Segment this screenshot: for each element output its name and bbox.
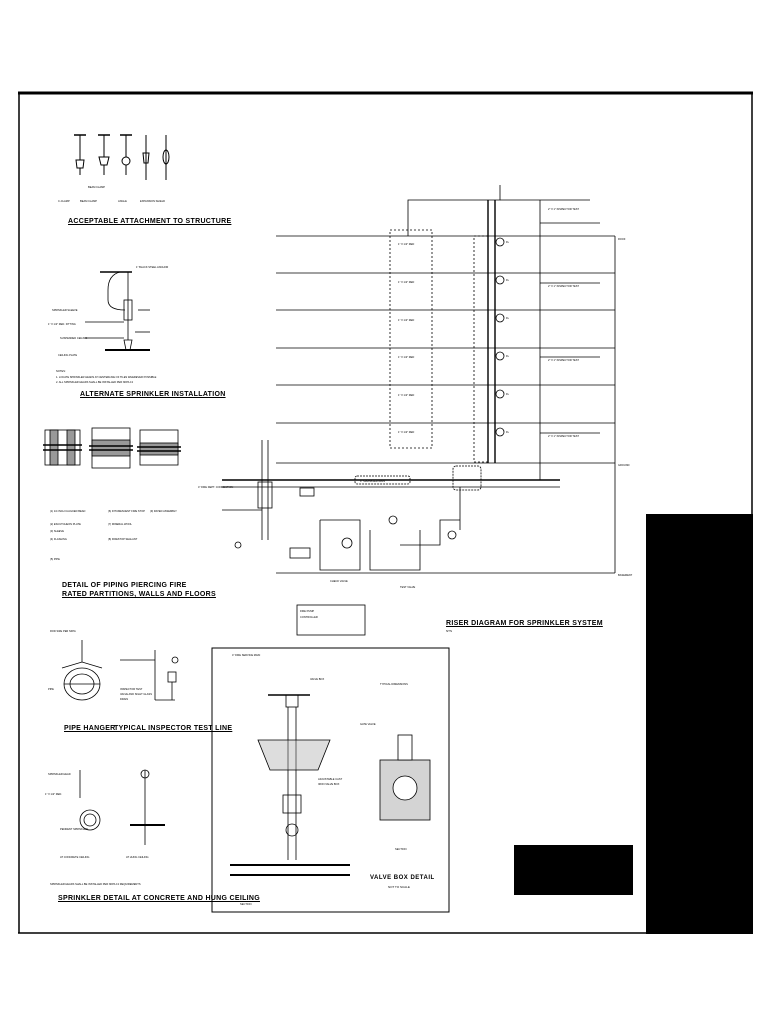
svg-text:SPRINKLER SLEEVE: SPRINKLER SLEEVE — [52, 308, 78, 312]
svg-text:TEST VALVE: TEST VALVE — [400, 585, 416, 589]
svg-text:FL: FL — [506, 354, 510, 358]
alternate-notes: 1" BLACK STEEL ANCHOR SPRINKLER SLEEVE 1… — [48, 265, 168, 384]
svg-text:VALVE AND SIGHT GLASS: VALVE AND SIGHT GLASS — [120, 692, 152, 696]
title-piercing-line2: RATED PARTITIONS, WALLS AND FLOORS — [62, 591, 216, 598]
svg-text:1" BLACK STEEL ANCHOR: 1" BLACK STEEL ANCHOR — [136, 265, 168, 269]
svg-text:SPRINKLER HEADS SHALL BE INSTA: SPRINKLER HEADS SHALL BE INSTALLED PER N… — [50, 882, 141, 886]
svg-text:CONTROLLER: CONTROLLER — [300, 615, 318, 619]
svg-text:FL: FL — [506, 316, 510, 320]
svg-text:2. ALL SPRINKLER HEADS SHALL B: 2. ALL SPRINKLER HEADS SHALL BE INSTALLE… — [56, 380, 134, 384]
svg-text:(4) FLASHING: (4) FLASHING — [50, 537, 67, 541]
svg-text:4" SPRINKLER MAIN: 4" SPRINKLER MAIN — [360, 479, 385, 483]
riser-labels: 1" X 1/2" RED 1" X 1/2" RED 1" X 1/2" RE… — [198, 207, 633, 619]
svg-text:2" X 1" INSPECTOR TEST: 2" X 1" INSPECTOR TEST — [548, 434, 579, 438]
svg-text:(2) ESCUTCHEON PLATE: (2) ESCUTCHEON PLATE — [50, 522, 81, 526]
concrete-ceiling-detail — [79, 769, 165, 845]
svg-text:4" FIRE DEPT. CONNECTION: 4" FIRE DEPT. CONNECTION — [198, 485, 233, 489]
svg-text:1" X 1/2" RED.: 1" X 1/2" RED. — [45, 792, 62, 796]
sheet-border — [18, 91, 753, 934]
svg-text:SPRINKLER HEAD: SPRINKLER HEAD — [48, 772, 71, 776]
title-piercing-line1: DETAIL OF PIPING PIERCING FIRE — [62, 582, 187, 589]
attachment-notes: BEAM CLAMP C-CLAMP BEAM CLAMP ANGLE EXPANSI… — [58, 185, 165, 203]
svg-text:PIPE: PIPE — [48, 687, 54, 691]
riser-diagram — [222, 185, 616, 636]
svg-text:FIRE PUMP: FIRE PUMP — [300, 609, 314, 613]
alternate-sprinkler-detail — [85, 271, 150, 351]
svg-text:VALVE BOX: VALVE BOX — [310, 677, 324, 681]
svg-text:BASEMENT: BASEMENT — [618, 573, 633, 577]
piercing-legend: (1) 1/4 INCH CAULKED BEAD (2) ESCUTCHEON… — [50, 509, 177, 561]
svg-text:(9) RATED ASSEMBLY: (9) RATED ASSEMBLY — [150, 509, 177, 513]
svg-text:INSPECTOR TEST: INSPECTOR TEST — [120, 687, 143, 691]
svg-text:1" X 1/2" RED: 1" X 1/2" RED — [398, 430, 414, 434]
svg-text:4" FIRE SERVICE MAIN: 4" FIRE SERVICE MAIN — [232, 653, 260, 657]
svg-text:FL: FL — [506, 278, 510, 282]
svg-text:SECTION: SECTION — [240, 902, 252, 906]
title-valve-box: VALVE BOX DETAIL — [370, 875, 435, 881]
svg-text:GROUND: GROUND — [618, 463, 630, 467]
svg-text:CHECK VALVE: CHECK VALVE — [330, 579, 348, 583]
svg-text:ADJUSTABLE CAST: ADJUSTABLE CAST — [318, 777, 343, 781]
svg-text:(7) MINERAL WOOL: (7) MINERAL WOOL — [108, 522, 133, 526]
svg-text:CEILING PLATE: CEILING PLATE — [58, 353, 77, 357]
title-hanger: PIPE HANGER — [64, 725, 116, 732]
title-inspector: TYPICAL INSPECTOR TEST LINE — [114, 725, 233, 732]
svg-text:EXPANSION SHIELD: EXPANSION SHIELD — [140, 199, 165, 203]
svg-text:C-CLAMP: C-CLAMP — [58, 199, 70, 203]
svg-text:ROD SIZE PER NFPA: ROD SIZE PER NFPA — [50, 629, 76, 633]
svg-text:1" X 1/2" RED: 1" X 1/2" RED — [398, 393, 414, 397]
hanger-notes: ROD SIZE PER NFPA PIPE — [48, 629, 76, 691]
title-attachment: ACCEPTABLE ATTACHMENT TO STRUCTURE — [68, 218, 232, 225]
nts-label: NTS — [446, 629, 452, 633]
inspector-test-detail — [120, 650, 179, 701]
svg-text:1" X 1/2" RED: 1" X 1/2" RED — [398, 242, 414, 246]
svg-text:2" X 1" INSPECTOR TEST: 2" X 1" INSPECTOR TEST — [548, 358, 579, 362]
svg-text:2" X 1" INSPECTOR TEST: 2" X 1" INSPECTOR TEST — [548, 207, 579, 211]
svg-text:ROOF: ROOF — [618, 237, 626, 241]
valve-box-detail — [230, 694, 431, 876]
black-label-box — [514, 845, 633, 895]
svg-text:(8) FIRESTOP SEALANT: (8) FIRESTOP SEALANT — [108, 537, 138, 541]
pipe-hanger-detail — [61, 640, 103, 701]
svg-text:FL: FL — [506, 240, 510, 244]
svg-text:(1) 1/4 INCH CAULKED BEAD: (1) 1/4 INCH CAULKED BEAD — [50, 509, 85, 513]
svg-text:NOTES:: NOTES: — [56, 369, 66, 373]
svg-text:GATE VALVE: GATE VALVE — [360, 722, 376, 726]
svg-text:BEAM CLAMP: BEAM CLAMP — [80, 199, 97, 203]
svg-text:1. LOCATE SPRINKLER HEADS AT C: 1. LOCATE SPRINKLER HEADS AT CENTERLINE … — [56, 375, 157, 379]
svg-text:AT HUNG CEILING: AT HUNG CEILING — [126, 855, 149, 859]
title-concrete: SPRINKLER DETAIL AT CONCRETE AND HUNG CE… — [58, 895, 260, 902]
svg-text:1" X 1/2" RED. FITTING: 1" X 1/2" RED. FITTING — [48, 322, 76, 326]
svg-text:(6) INTUMESCENT FIRE STOP: (6) INTUMESCENT FIRE STOP — [108, 509, 145, 513]
svg-text:IRON VALVE BOX: IRON VALVE BOX — [318, 782, 340, 786]
svg-text:SUSPENDED CEILING: SUSPENDED CEILING — [60, 336, 87, 340]
svg-text:DRAIN: DRAIN — [120, 697, 128, 701]
title-block — [646, 514, 753, 934]
svg-text:1" X 1/2" RED: 1" X 1/2" RED — [398, 355, 414, 359]
svg-text:SECTION: SECTION — [395, 847, 407, 851]
title-riser: RISER DIAGRAM FOR SPRINKLER SYSTEM — [446, 620, 603, 627]
svg-text:FL: FL — [506, 430, 510, 434]
svg-text:ANGLE: ANGLE — [118, 199, 127, 203]
svg-text:(3) SLEEVE: (3) SLEEVE — [50, 529, 64, 533]
svg-text:AT CONCRETE CEILING: AT CONCRETE CEILING — [60, 855, 89, 859]
piercing-details — [43, 427, 181, 469]
attachment-details — [74, 134, 170, 180]
svg-text:FL: FL — [506, 392, 510, 396]
svg-text:2" X 1" INSPECTOR TEST: 2" X 1" INSPECTOR TEST — [548, 284, 579, 288]
svg-text:1" X 1/2" RED: 1" X 1/2" RED — [398, 280, 414, 284]
svg-text:(5) PIPE: (5) PIPE — [50, 557, 60, 561]
valve-box-labels: 4" FIRE SERVICE MAIN VALVE BOX ADJUSTABL… — [232, 653, 408, 906]
valve-box-panel — [211, 647, 450, 913]
svg-text:TYPICAL DIMENSIONS: TYPICAL DIMENSIONS — [380, 682, 408, 686]
concrete-notes: SPRINKLER HEAD 1" X 1/2" RED. PENDENT SPRI… — [45, 772, 149, 886]
svg-text:BEAM CLAMP: BEAM CLAMP — [88, 185, 105, 189]
svg-text:1" X 1/2" RED: 1" X 1/2" RED — [398, 318, 414, 322]
valve-box-scale: NOT TO SCALE — [388, 885, 410, 889]
title-alternate: ALTERNATE SPRINKLER INSTALLATION — [80, 391, 226, 398]
svg-text:PENDENT SPRINKLER: PENDENT SPRINKLER — [60, 827, 88, 831]
